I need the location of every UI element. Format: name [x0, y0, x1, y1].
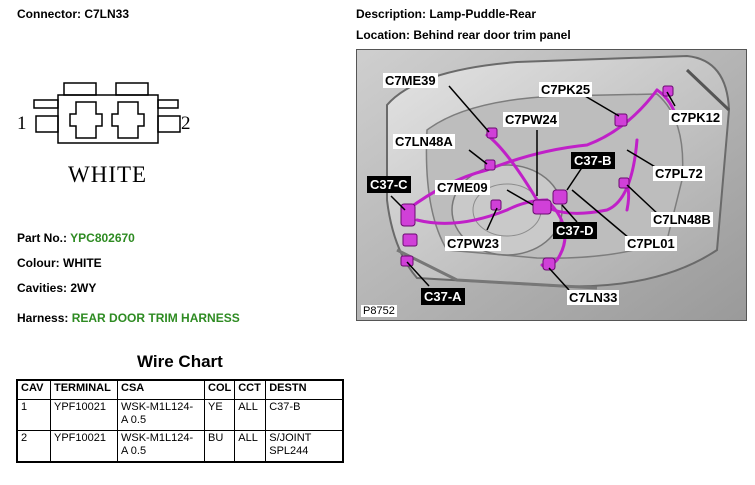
- table-header-row: CAV TERMINAL CSA COL CCT DESTN: [16, 379, 344, 400]
- callout-c7pw24: C7PW24: [503, 112, 560, 127]
- cell-csa: WSK-M1L124- A 0.5: [117, 430, 205, 463]
- callout-c7ln33: C7LN33: [567, 290, 620, 305]
- callout-c7pl01: C7PL01: [625, 236, 677, 251]
- location-label: Location: Behind rear door trim panel: [356, 28, 571, 42]
- cell-destn: C37-B: [265, 399, 344, 431]
- pin-2-label: 2: [181, 113, 191, 134]
- description-label: Description: Lamp-Puddle-Rear: [356, 7, 537, 21]
- harness-label: Harness:: [17, 311, 69, 325]
- cell-cct: ALL: [234, 399, 267, 431]
- cell-cct: ALL: [234, 430, 267, 463]
- harness-value: REAR DOOR TRIM HARNESS: [71, 311, 240, 325]
- part-number-label: Part No.:: [17, 231, 68, 245]
- cell-col: BU: [203, 430, 236, 463]
- col-header-cct: CCT: [234, 379, 267, 400]
- wire-chart-title: Wire Chart: [137, 352, 223, 371]
- callout-c7pk12: C7PK12: [669, 110, 723, 125]
- callout-c37-d: C37-D: [553, 222, 597, 239]
- col-header-destn: DESTN: [265, 379, 344, 400]
- cell-terminal: YPF10021: [50, 430, 118, 463]
- callout-c7me39: C7ME39: [383, 73, 438, 88]
- callout-c7ln48a: C7LN48A: [393, 134, 455, 149]
- part-number-row: Part No.: YPC802670: [17, 231, 135, 245]
- table-row: 1 YPF10021 WSK-M1L124- A 0.5 YE ALL C37-…: [16, 399, 344, 431]
- location-photo: C7ME39 C7PK25 C7PW24 C7PK12 C7LN48A C37-…: [356, 49, 747, 321]
- callout-c7pl72: C7PL72: [653, 166, 705, 181]
- connector-face-diagram: [33, 82, 181, 144]
- cell-destn: S/JOINT SPL244: [265, 430, 344, 463]
- cell-cav: 1: [16, 399, 51, 431]
- callout-c7pw23: C7PW23: [445, 236, 502, 251]
- col-header-csa: CSA: [117, 379, 205, 400]
- col-header-col: COL: [203, 379, 236, 400]
- connector-colour-label: WHITE: [68, 162, 148, 187]
- cell-csa: WSK-M1L124- A 0.5: [117, 399, 205, 431]
- colour-label: Colour: WHITE: [17, 256, 102, 270]
- cell-terminal: YPF10021: [50, 399, 118, 431]
- wire-chart-table: CAV TERMINAL CSA COL CCT DESTN 1 YPF1002…: [16, 379, 345, 463]
- pin-1-label: 1: [17, 113, 27, 134]
- callout-c37-b: C37-B: [571, 152, 615, 169]
- harness-row: Harness: REAR DOOR TRIM HARNESS: [17, 311, 240, 325]
- col-header-cav: CAV: [16, 379, 51, 400]
- cell-cav: 2: [16, 430, 51, 463]
- cavities-label: Cavities: 2WY: [17, 281, 97, 295]
- callout-c7pk25: C7PK25: [539, 82, 593, 97]
- callout-c37-c: C37-C: [367, 176, 411, 193]
- col-header-terminal: TERMINAL: [50, 379, 118, 400]
- figure-id: P8752: [361, 305, 397, 317]
- callout-c7ln48b: C7LN48B: [651, 212, 713, 227]
- connector-title: Connector: C7LN33: [17, 7, 130, 21]
- callout-c37-a: C37-A: [421, 288, 465, 305]
- callout-c7me09: C7ME09: [435, 180, 490, 195]
- table-row: 2 YPF10021 WSK-M1L124- A 0.5 BU ALL S/JO…: [16, 430, 344, 463]
- part-number-value: YPC802670: [70, 231, 135, 245]
- cell-col: YE: [203, 399, 236, 431]
